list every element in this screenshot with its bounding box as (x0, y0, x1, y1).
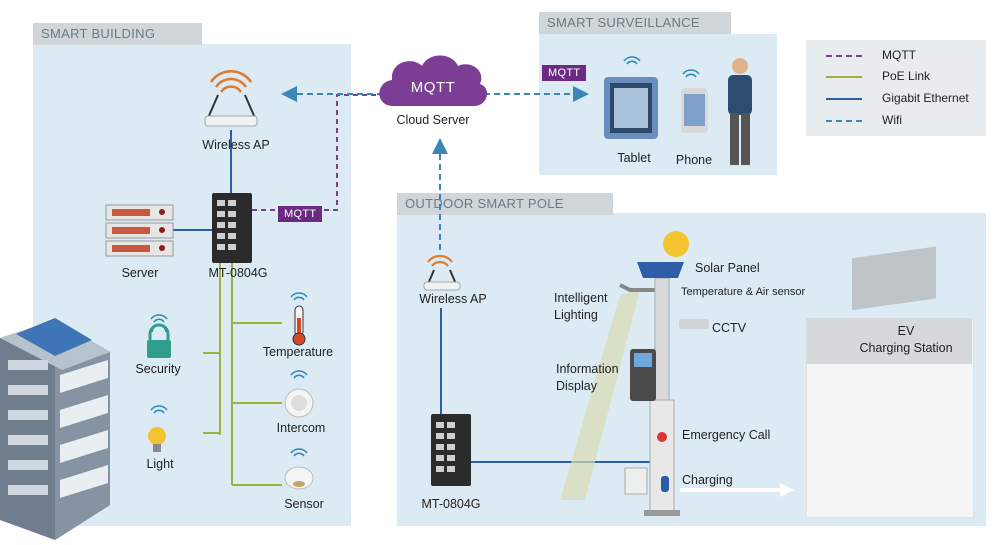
cctv-label: CCTV (712, 321, 747, 335)
legend-mqtt-label: MQTT (882, 48, 916, 62)
phone-device (681, 88, 708, 133)
building-tower (0, 318, 110, 540)
building-ap-device (204, 70, 258, 127)
outdoor-smart-pole-tab: OUTDOOR SMART POLE (397, 193, 613, 215)
ev-title-line2: Charging Station (859, 341, 953, 355)
tablet-device (604, 77, 658, 139)
light-bulb-icon (148, 427, 166, 452)
server-device (105, 204, 174, 257)
pole-ap-label: Wireless AP (419, 292, 487, 306)
temperature-label: Temperature (262, 345, 334, 359)
ev-title-line1: EV (897, 324, 915, 338)
poe-tree (203, 263, 282, 486)
smart-pole (560, 231, 709, 516)
building-switch-device (212, 193, 252, 263)
building-switch-label: MT-0804G (208, 266, 268, 280)
legend-wifi-label: Wifi (882, 113, 902, 127)
intercom-label: Intercom (276, 421, 326, 435)
legend-mqtt-line (826, 55, 862, 57)
cloud-shape (379, 55, 488, 106)
pole-switch-device (431, 414, 471, 486)
building-mqtt-tag: MQTT (278, 206, 323, 222)
smart-surveillance-tab: SMART SURVEILLANCE (539, 12, 731, 34)
surveillance-mqtt-tag: MQTT (542, 65, 587, 81)
sensor-icon (284, 466, 314, 490)
tablet-label: Tablet (617, 151, 651, 165)
security-label: Security (135, 362, 181, 376)
cloud-server-label: Cloud Server (396, 113, 470, 127)
mqtt-link-building (252, 94, 385, 211)
legend-wifi-line (826, 120, 862, 122)
information-display-label: Information Display (556, 362, 619, 393)
light-label: Light (146, 457, 174, 471)
solar-panel-label: Solar Panel (695, 261, 760, 275)
pole-ap-device (423, 254, 461, 291)
server-label: Server (121, 266, 159, 280)
charging-label: Charging (682, 473, 733, 487)
legend-poe-line (826, 76, 862, 78)
building-ap-label: Wireless AP (202, 138, 270, 152)
intercom-icon (284, 388, 314, 418)
legend: MQTT PoE Link Gigabit Ethernet Wifi (806, 40, 986, 136)
wifi-small-icons (150, 56, 700, 457)
thermometer-icon (292, 305, 306, 346)
phone-label: Phone (675, 153, 713, 167)
legend-poe-label: PoE Link (882, 69, 931, 83)
padlock-icon (147, 323, 171, 358)
pole-switch-label: MT-0804G (421, 497, 481, 511)
cloud-title: MQTT (410, 79, 456, 96)
intelligent-lighting-label: Intelligent Lighting (554, 291, 608, 322)
emergency-call-label: Emergency Call (682, 428, 771, 442)
smart-building-tab: SMART BUILDING (33, 23, 202, 45)
temp-air-sensor-label: Temperature & Air sensor (681, 286, 806, 298)
legend-gigabit-label: Gigabit Ethernet (882, 91, 969, 105)
sensor-label: Sensor (284, 497, 324, 511)
ev-station-header (806, 318, 972, 364)
charging-arrow-head (780, 483, 794, 497)
person-figure (728, 58, 752, 165)
legend-gigabit-line (826, 98, 862, 100)
